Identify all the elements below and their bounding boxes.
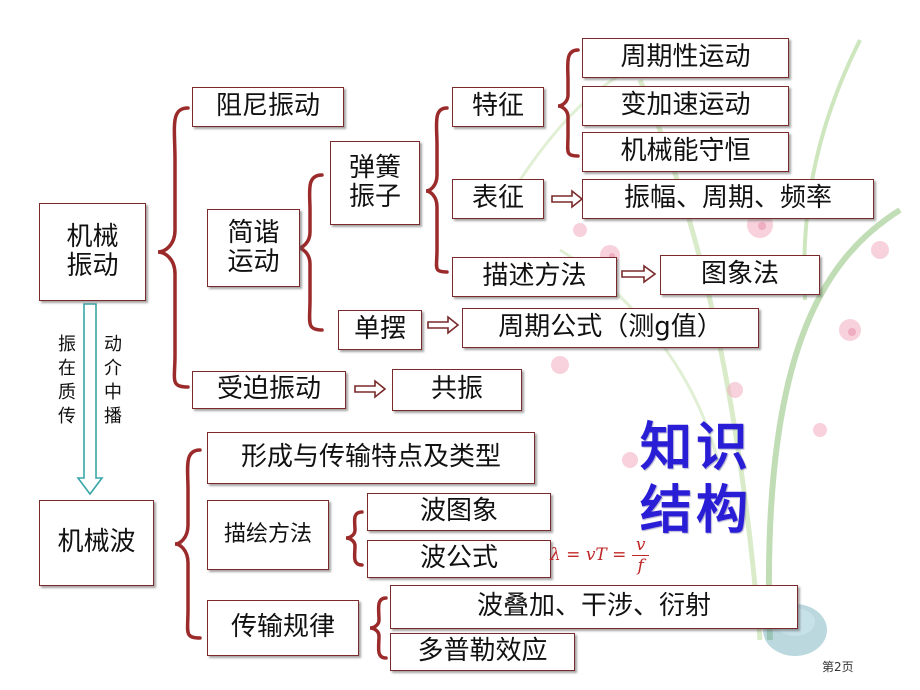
node-wave-graph: 波图象 (367, 493, 551, 531)
node-mechanical-wave: 机械波 (39, 500, 154, 586)
node-graph-method: 图象法 (660, 255, 820, 295)
knowledge-structure-title-line2: 结构 (640, 481, 753, 541)
arrow-description (621, 264, 657, 284)
node-simple-harmonic: 简谐运动 (207, 209, 300, 287)
formula-lhs: λ = vT = (550, 545, 632, 565)
node-damped-vibration: 阻尼振动 (192, 87, 344, 127)
node-resonance: 共振 (392, 369, 522, 411)
node-spring-oscillator-line2: 振子 (348, 182, 401, 212)
page-number: 第2页 (822, 660, 854, 674)
bracket-feature (557, 48, 580, 158)
node-description-method: 描述方法 (452, 257, 617, 297)
formula-numerator: v (631, 535, 650, 556)
node-drawing-method: 描绘方法 (207, 500, 329, 570)
node-wave-formula: 波公式 (367, 540, 551, 578)
node-formation-features: 形成与传输特点及类型 (207, 432, 535, 484)
node-spring-oscillator-line1: 弹簧 (348, 152, 401, 183)
node-pendulum: 单摆 (338, 310, 422, 350)
node-feature: 特征 (452, 87, 544, 127)
node-feature-energy-conservation: 机械能守恒 (582, 132, 789, 172)
bracket-drawing (345, 510, 364, 567)
node-doppler-effect: 多普勒效应 (390, 633, 575, 671)
node-interference-diffraction: 波叠加、干涉、衍射 (390, 585, 798, 629)
formula-denominator: f (637, 556, 644, 576)
arrow-forced (354, 379, 387, 399)
transfer-note-left: 振在质传 (58, 334, 76, 427)
arrow-pendulum (427, 315, 460, 335)
node-feature-variable-acceleration: 变加速运动 (582, 86, 789, 126)
node-simple-harmonic-line2: 运动 (227, 247, 280, 277)
node-representation: 表征 (452, 179, 544, 219)
node-pendulum-period-formula: 周期公式（测g值） (462, 308, 759, 348)
arrow-down-transfer (76, 303, 104, 496)
bracket-shm (297, 173, 324, 332)
bracket-root (157, 106, 190, 389)
arrow-representation (551, 189, 584, 209)
wave-formula-expression: λ = vT = v f (550, 535, 650, 576)
node-transmission-law: 传输规律 (207, 600, 359, 656)
node-mechanical-vibration: 机械振动 (39, 203, 146, 301)
node-representation-value: 振幅、周期、频率 (582, 179, 874, 219)
bracket-spring (425, 106, 449, 274)
node-simple-harmonic-line1: 简谐 (227, 217, 280, 248)
node-forced-vibration: 受迫振动 (192, 371, 346, 409)
knowledge-structure-title-line1: 知识 (640, 418, 753, 478)
node-feature-periodic: 周期性运动 (582, 38, 789, 78)
node-mechanical-vibration-line1: 机械 (66, 221, 119, 252)
bracket-wave (174, 448, 202, 640)
node-mechanical-vibration-line2: 振动 (66, 251, 119, 281)
transfer-note-right: 动介中播 (104, 334, 122, 427)
bracket-transmission (369, 596, 388, 660)
node-spring-oscillator: 弹簧振子 (330, 141, 420, 225)
